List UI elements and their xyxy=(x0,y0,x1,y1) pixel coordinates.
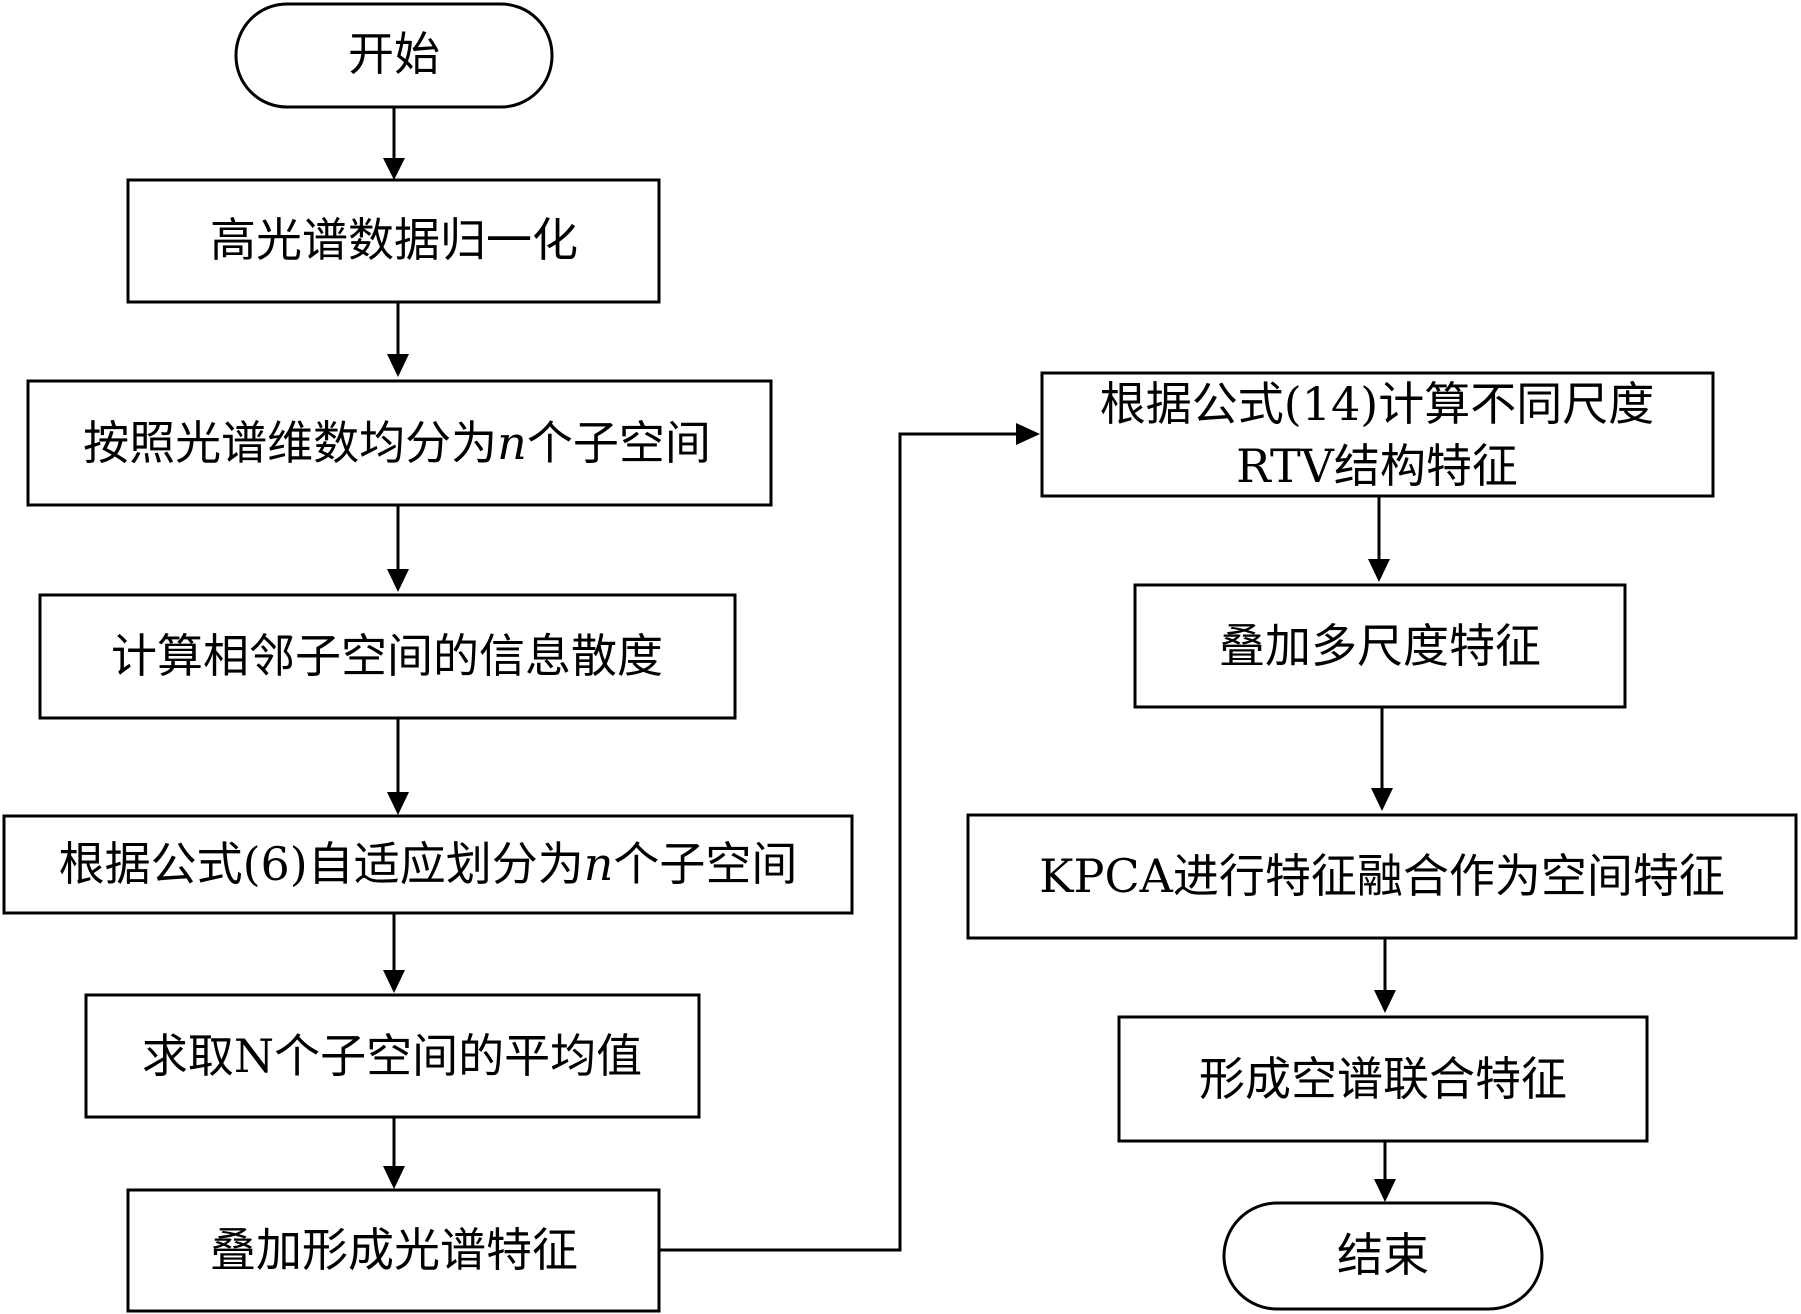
joint-label: 形成空谱联合特征 xyxy=(1199,1052,1567,1106)
rtv-node: 根据公式(14)计算不同尺度 RTV结构特征 xyxy=(1040,371,1715,498)
rtv-label-line2: RTV结构特征 xyxy=(1236,439,1518,493)
start-node: 开始 xyxy=(234,2,554,109)
arrow-kpca-to-joint xyxy=(1374,938,1396,1013)
arrow-start-to-normalize xyxy=(383,107,405,180)
kpca-node: KPCA进行特征融合作为空间特征 xyxy=(966,813,1798,940)
spectral-node: 叠加形成光谱特征 xyxy=(126,1188,661,1313)
spectral-label: 叠加形成光谱特征 xyxy=(210,1223,578,1277)
start-label: 开始 xyxy=(348,27,440,81)
normalize-node: 高光谱数据归一化 xyxy=(126,178,661,304)
arrow-divergence-to-adaptive xyxy=(387,718,409,815)
split-label-var: n xyxy=(497,416,527,470)
mean-label: 求取N个子空间的平均值 xyxy=(142,1029,642,1083)
divergence-node: 计算相邻子空间的信息散度 xyxy=(38,593,737,720)
adaptive-label-var: n xyxy=(584,837,614,891)
arrow-joint-to-end xyxy=(1374,1141,1396,1202)
adaptive-label-post: 个子空间 xyxy=(613,837,797,891)
split-node: 按照光谱维数均分为n个子空间 xyxy=(26,379,773,507)
mean-node: 求取N个子空间的平均值 xyxy=(84,993,701,1119)
end-node: 结束 xyxy=(1222,1201,1544,1311)
multiscale-label: 叠加多尺度特征 xyxy=(1219,619,1541,673)
arrow-adaptive-to-mean xyxy=(383,913,405,993)
end-label: 结束 xyxy=(1337,1228,1429,1282)
rtv-label-line1: 根据公式(14)计算不同尺度 xyxy=(1100,377,1654,431)
arrow-spectral-to-rtv xyxy=(659,423,1040,1252)
arrow-mean-to-spectral xyxy=(383,1117,405,1189)
arrow-split-to-divergence xyxy=(387,505,409,592)
normalize-label: 高光谱数据归一化 xyxy=(210,213,578,267)
joint-node: 形成空谱联合特征 xyxy=(1117,1015,1649,1143)
split-label-pre: 按照光谱维数均分为 xyxy=(83,416,497,470)
arrow-rtv-to-multiscale xyxy=(1368,496,1390,582)
split-label: 按照光谱维数均分为n个子空间 xyxy=(83,416,711,470)
adaptive-label-pre: 根据公式(6)自适应划分为 xyxy=(59,837,584,891)
kpca-label: KPCA进行特征融合作为空间特征 xyxy=(1039,849,1725,903)
split-label-post: 个子空间 xyxy=(527,416,711,470)
arrow-multiscale-to-kpca xyxy=(1371,707,1393,811)
adaptive-node: 根据公式(6)自适应划分为n个子空间 xyxy=(2,814,854,915)
divergence-label: 计算相邻子空间的信息散度 xyxy=(111,629,663,683)
multiscale-node: 叠加多尺度特征 xyxy=(1133,583,1627,709)
adaptive-label: 根据公式(6)自适应划分为n个子空间 xyxy=(59,837,798,891)
arrow-normalize-to-split xyxy=(387,302,409,377)
